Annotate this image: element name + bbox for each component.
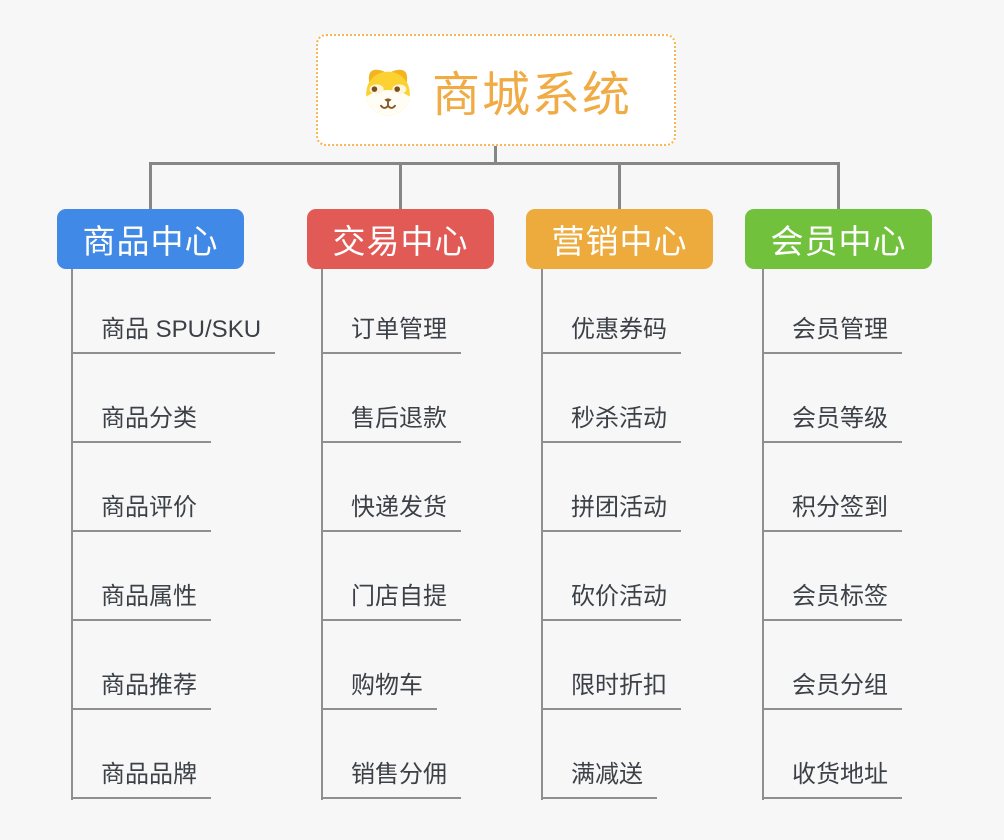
leaf-node[interactable]: 售后退款: [321, 404, 461, 443]
connector-root-stem: [494, 144, 497, 164]
leaf-node[interactable]: 会员标签: [762, 582, 902, 621]
branch-node-trade-center[interactable]: 交易中心: [307, 209, 494, 269]
leaf-node[interactable]: 商品推荐: [71, 671, 211, 710]
leaf-node[interactable]: 商品品牌: [71, 760, 211, 799]
leaf-node[interactable]: 门店自提: [321, 582, 461, 621]
root-node[interactable]: 商城系统: [316, 34, 676, 146]
connector-column-line: [71, 269, 73, 800]
leaf-node[interactable]: 会员分组: [762, 671, 902, 710]
dog-face-icon: [366, 69, 410, 116]
connector-column-line: [321, 269, 323, 800]
leaf-node[interactable]: 商品 SPU/SKU: [71, 315, 276, 354]
leaf-node[interactable]: 秒杀活动: [541, 404, 681, 443]
leaf-node[interactable]: 限时折扣: [541, 671, 681, 710]
leaf-node[interactable]: 满减送: [541, 760, 657, 799]
leaf-node[interactable]: 商品分类: [71, 404, 211, 443]
leaf-node[interactable]: 商品属性: [71, 582, 211, 621]
leaf-node[interactable]: 销售分佣: [321, 760, 461, 799]
root-title: 商城系统: [431, 69, 632, 122]
connector-branch-stub: [618, 162, 621, 212]
leaf-node[interactable]: 拼团活动: [541, 493, 681, 532]
leaf-node[interactable]: 商品评价: [71, 493, 211, 532]
connector-column-line: [762, 269, 764, 800]
branch-node-member-center[interactable]: 会员中心: [745, 209, 932, 269]
connector-branch-stub: [837, 162, 840, 212]
leaf-node[interactable]: 优惠券码: [541, 315, 681, 354]
connector-column-line: [541, 269, 543, 800]
branch-node-product-center[interactable]: 商品中心: [57, 209, 244, 269]
connector-branch-stub: [149, 162, 152, 212]
connector-branch-stub: [399, 162, 402, 212]
leaf-node[interactable]: 会员等级: [762, 404, 902, 443]
leaf-node[interactable]: 积分签到: [762, 493, 902, 532]
branch-node-marketing-center[interactable]: 营销中心: [526, 209, 713, 269]
leaf-node[interactable]: 购物车: [321, 671, 437, 710]
leaf-node[interactable]: 订单管理: [321, 315, 461, 354]
leaf-node[interactable]: 砍价活动: [541, 582, 681, 621]
leaf-node[interactable]: 快递发货: [321, 493, 461, 532]
connector-horizontal-rail: [149, 162, 839, 165]
leaf-node[interactable]: 会员管理: [762, 315, 902, 354]
leaf-node[interactable]: 收货地址: [762, 760, 902, 799]
